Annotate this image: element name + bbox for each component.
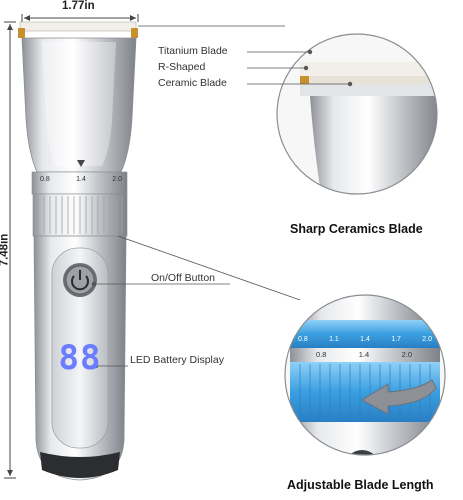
trimmer-body	[18, 21, 138, 481]
body-callout-lines	[91, 235, 301, 369]
power-button[interactable]	[63, 263, 97, 297]
zoom-lower-0: 0.8	[316, 350, 327, 359]
sharp-ceramics-blade-caption: Sharp Ceramics Blade	[290, 222, 423, 236]
width-dimension-line	[21, 14, 139, 22]
body-scale-2: 2.0	[112, 176, 122, 183]
blade-callout-lines	[138, 25, 353, 87]
zoom-lower-1: 1.4	[358, 350, 370, 359]
rotation-arrow-icon	[360, 379, 437, 415]
zoom-dial-scale-upper: 0.8 1.1 1.4 1.7 2.0	[298, 336, 432, 343]
zoom-lower-2: 2.0	[401, 350, 412, 359]
titanium-blade-label: Titanium Blade	[158, 45, 228, 57]
body-scale-1: 1.4	[76, 176, 86, 183]
adjustable-blade-length-caption: Adjustable Blade Length	[287, 478, 434, 492]
body-dial-scale: 0.8 1.4 2.0	[40, 176, 122, 183]
dial-zoom-circle	[284, 294, 446, 456]
zoom-upper-2: 1.4	[360, 336, 370, 343]
led-battery-display-label: LED Battery Display	[130, 354, 224, 366]
r-shaped-label: R-Shaped	[158, 61, 206, 73]
zoom-upper-4: 2.0	[422, 336, 432, 343]
zoom-dial-scale-lower: 0.8 1.4 2.0	[316, 350, 412, 359]
zoom-upper-1: 1.1	[329, 336, 339, 343]
blade-zoom-circle	[276, 33, 438, 195]
on-off-button-label: On/Off Button	[151, 272, 216, 284]
zoom-upper-0: 0.8	[298, 336, 308, 343]
led-digits: 88	[58, 338, 102, 378]
zoom-upper-3: 1.7	[391, 336, 401, 343]
led-battery-display: 88	[56, 338, 104, 378]
ceramic-blade-label: Ceramic Blade	[158, 77, 227, 89]
height-dimension-label: 7.48in	[0, 233, 11, 267]
body-scale-0: 0.8	[40, 176, 50, 183]
height-dimension-line	[4, 21, 16, 479]
width-dimension-label: 1.77in	[62, 0, 95, 12]
